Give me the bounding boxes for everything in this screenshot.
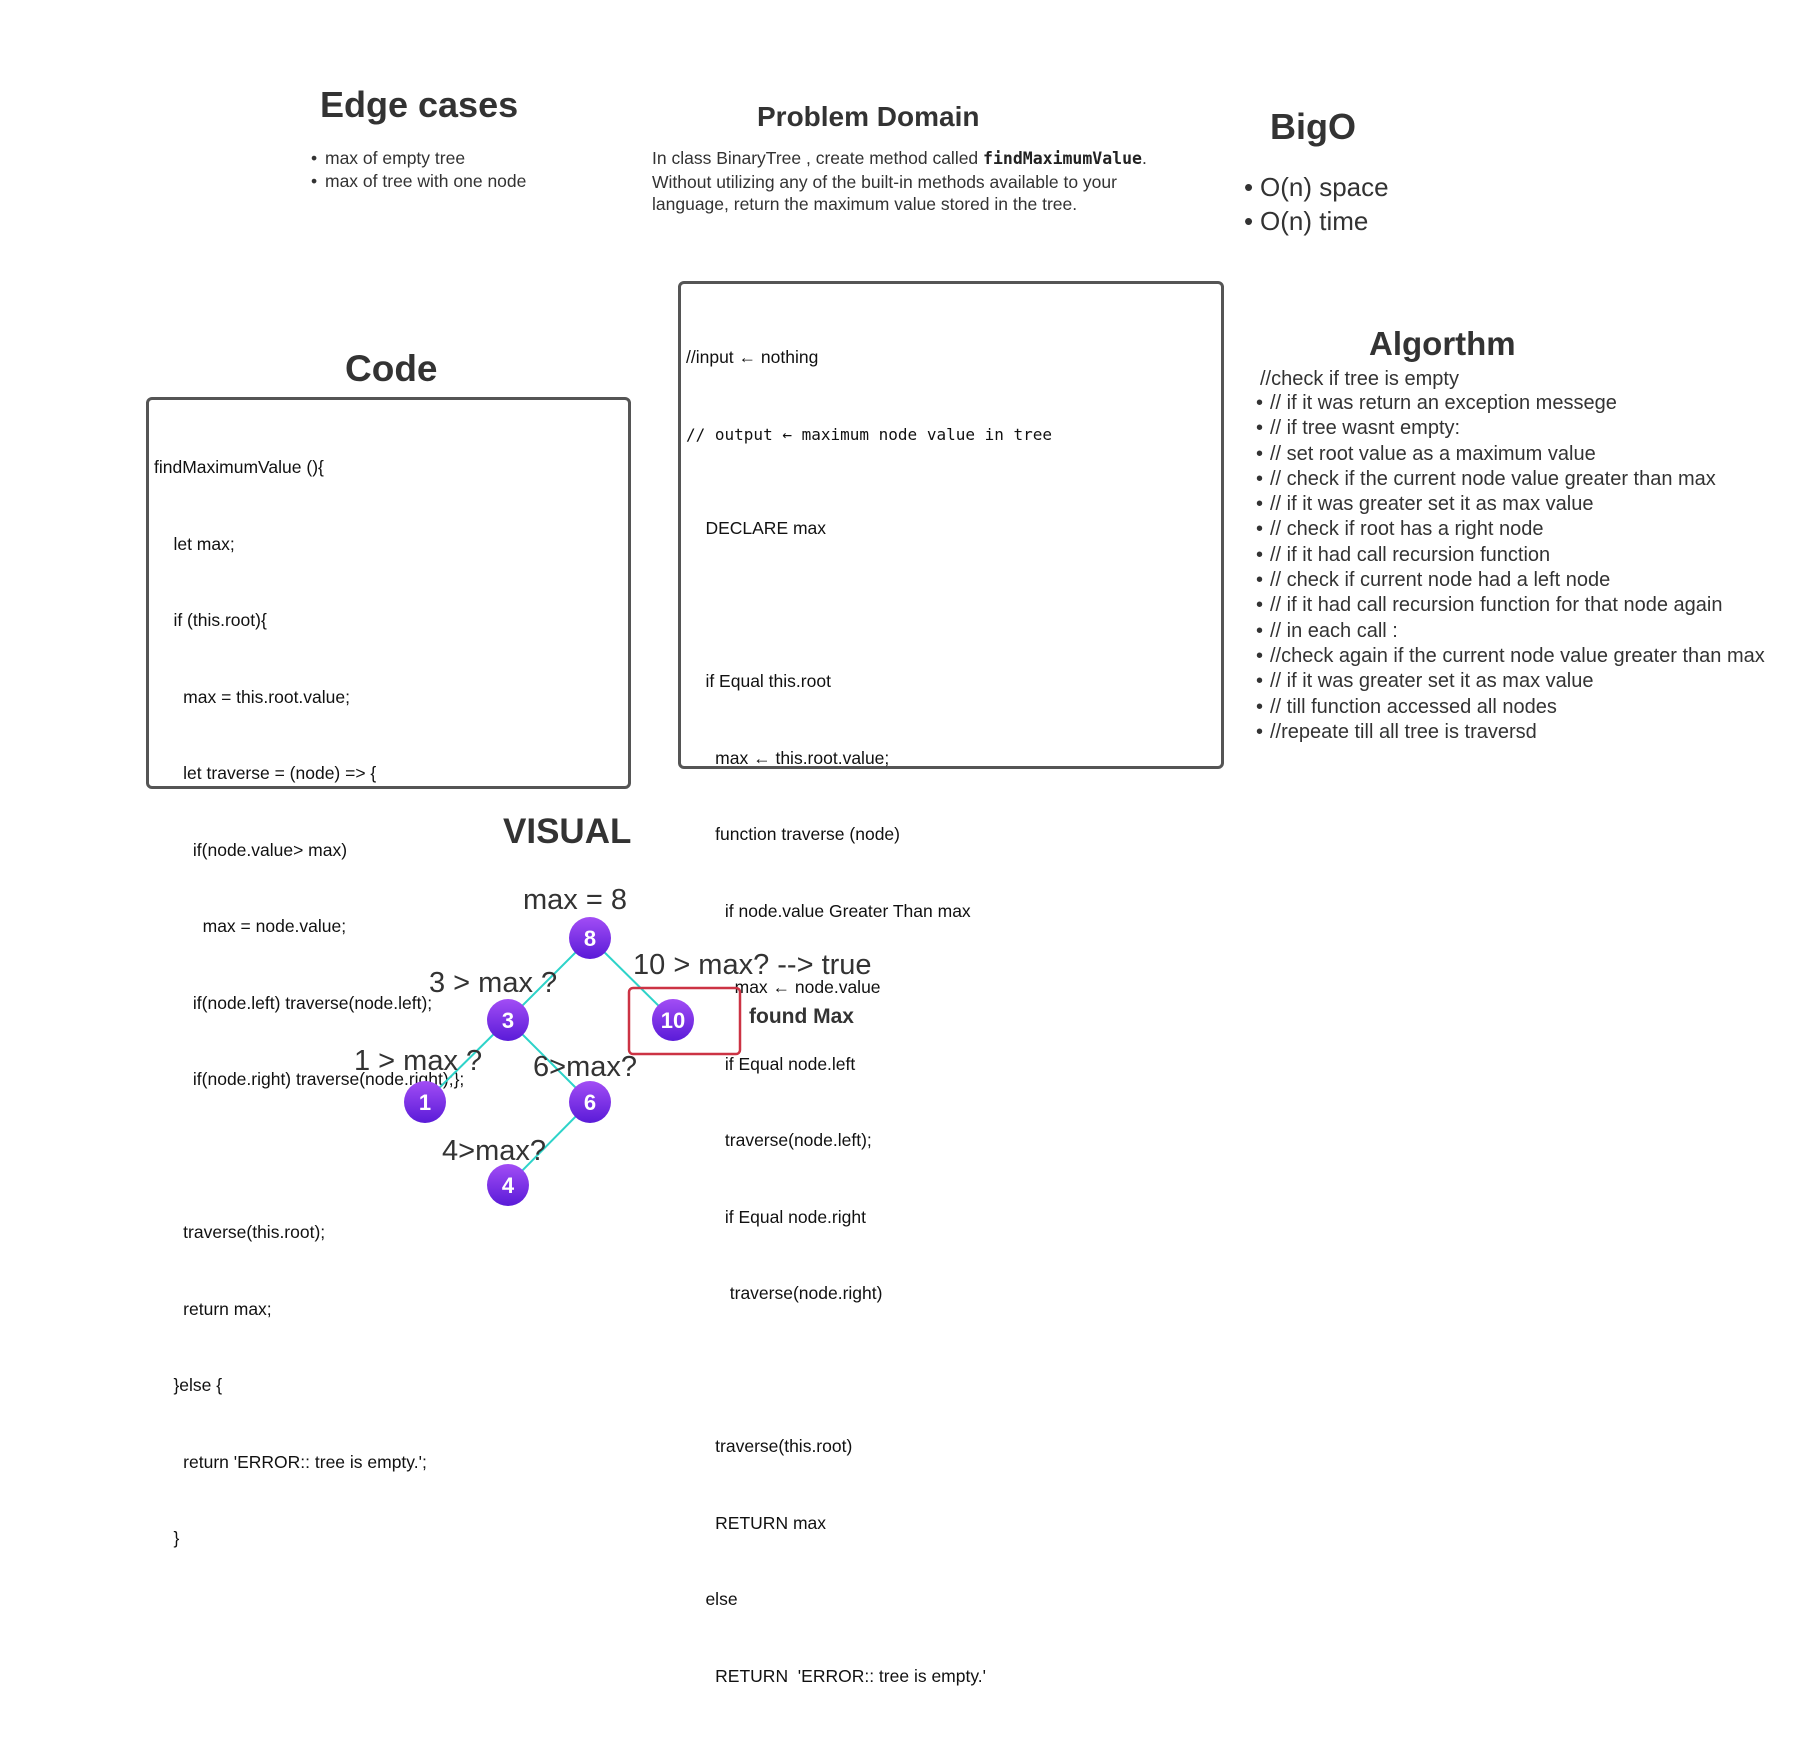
- algorithm-step: // if it was return an exception messege: [1256, 391, 1780, 417]
- tree-node-3: 3: [487, 999, 529, 1041]
- tree-edge-8-3: [507, 937, 591, 1021]
- algorithm-step: // check if root has a right node: [1256, 517, 1780, 543]
- label-left-right: 6>max?: [533, 1051, 637, 1083]
- tree-edge-3-6: [507, 1019, 591, 1103]
- pseudo-line: RETURN max: [686, 1512, 827, 1533]
- code-line: let max;: [154, 533, 235, 554]
- node-value: 6: [584, 1090, 596, 1115]
- label-root: max = 8: [523, 884, 627, 916]
- pseudo-line: if Equal node.left: [686, 1053, 856, 1074]
- algorithm-list: // if it was return an exception messege…: [1256, 391, 1780, 746]
- pseudo-line: if node.value Greater Than max: [686, 900, 971, 921]
- algorithm-step: // if tree wasnt empty:: [1256, 416, 1780, 442]
- tree-edge-6-4: [507, 1101, 591, 1186]
- pseudo-line: else: [686, 1589, 738, 1609]
- code-line: traverse(this.root);: [154, 1222, 326, 1242]
- node-value: 8: [584, 926, 596, 951]
- pseudo-line: [686, 1358, 1052, 1384]
- node-value: 4: [502, 1173, 515, 1198]
- bigo-list: O(n) space O(n) time: [1244, 170, 1389, 238]
- code-line: }else {: [154, 1375, 223, 1395]
- code-line: let traverse = (node) => {: [154, 763, 377, 783]
- node-value: 3: [502, 1008, 514, 1033]
- algorithm-step: //check again if the current node value …: [1256, 644, 1780, 670]
- pseudo-line: max ← this.root.value;: [686, 747, 890, 768]
- algorithm-step: // if it had call recursion function for…: [1256, 593, 1780, 619]
- code-lines: findMaximumValue (){ let max; if (this.r…: [154, 404, 464, 1603]
- algorithm-step: // till function accessed all nodes: [1256, 695, 1780, 721]
- code-line: return max;: [154, 1298, 272, 1319]
- code-line: if(node.value> max): [154, 839, 348, 860]
- algorithm-title: Algorthm: [1369, 325, 1516, 362]
- code-line: return 'ERROR:: tree is empty.';: [154, 1451, 427, 1472]
- problem-domain-title: Problem Domain: [757, 101, 980, 132]
- bigo-title: BigO: [1270, 106, 1356, 147]
- method-name: findMaximumValue: [983, 149, 1142, 168]
- algorithm-step: // if it was greater set it as max value: [1256, 492, 1780, 518]
- algorithm-step: // check if the current node value great…: [1256, 467, 1780, 493]
- algorithm-step: // check if current node had a left node: [1256, 568, 1780, 594]
- pseudo-line: max ← node.value: [686, 977, 881, 997]
- code-line: if(node.left) traverse(node.left);: [154, 992, 433, 1013]
- pseudo-header-input: //input ← nothing: [686, 347, 819, 367]
- pseudo-header-output: // output ← maximum node value in tree: [686, 424, 1053, 444]
- code-box: findMaximumValue (){ let max; if (this.r…: [146, 397, 631, 1548]
- bigo-item-space: O(n) space: [1244, 170, 1389, 204]
- visual-title: VISUAL: [503, 812, 632, 851]
- pseudo-line: [686, 593, 1052, 619]
- pseudo-line: DECLARE max: [686, 518, 827, 538]
- problem-domain-text: In class BinaryTree , create method call…: [652, 147, 1152, 216]
- tree-node-8: 8: [569, 917, 611, 959]
- code-line: max = node.value;: [154, 916, 347, 936]
- algorithm-step: // set root value as a maximum value: [1256, 442, 1780, 468]
- pseudo-line: function traverse (node): [686, 824, 900, 844]
- code-line: if(node.right) traverse(node.right);};: [154, 1069, 465, 1089]
- pseudo-line: traverse(this.root): [686, 1436, 853, 1456]
- code-line: max = this.root.value;: [154, 686, 350, 707]
- edge-case-item: max of empty tree: [311, 147, 526, 170]
- problem-text-after: . Without utilizing any of the built-in …: [652, 148, 1147, 214]
- pseudo-line: traverse(node.right): [686, 1283, 883, 1303]
- algorithm-step: // if it had call recursion function: [1256, 543, 1780, 569]
- code-line: if (this.root){: [154, 610, 267, 630]
- edge-case-item: max of tree with one node: [311, 170, 526, 193]
- tree-edge-8-10: [589, 937, 674, 1021]
- algorithm-step: // if it was greater set it as max value: [1256, 669, 1780, 695]
- code-line: findMaximumValue (){: [154, 457, 324, 477]
- edge-cases-list: max of empty tree max of tree with one n…: [311, 147, 526, 193]
- algorithm-lead: //check if tree is empty: [1260, 368, 1459, 390]
- pseudo-line: traverse(node.left);: [686, 1130, 872, 1150]
- edge-cases-title: Edge cases: [320, 84, 519, 125]
- problem-text-before: In class BinaryTree , create method call…: [652, 148, 984, 168]
- pseudocode-box: //input ← nothing // output ← maximum no…: [678, 281, 1224, 1686]
- code-title: Code: [345, 348, 438, 389]
- pseudo-line: RETURN 'ERROR:: tree is empty.': [686, 1665, 987, 1686]
- tree-node-4: 4: [487, 1164, 529, 1206]
- code-line: }: [154, 1528, 180, 1548]
- code-line: [154, 1144, 464, 1170]
- pseudo-line: if Equal this.root: [686, 671, 831, 691]
- pseudo-line: if Equal node.right: [686, 1206, 866, 1227]
- algorithm-step: // in each call :: [1256, 619, 1780, 645]
- bigo-item-time: O(n) time: [1244, 204, 1389, 238]
- tree-node-6: 6: [569, 1081, 611, 1123]
- algorithm-step: //repeate till all tree is traversd: [1256, 720, 1780, 746]
- pseudocode-lines: //input ← nothing // output ← maximum no…: [686, 294, 1052, 1740]
- node-value: 10: [661, 1008, 685, 1033]
